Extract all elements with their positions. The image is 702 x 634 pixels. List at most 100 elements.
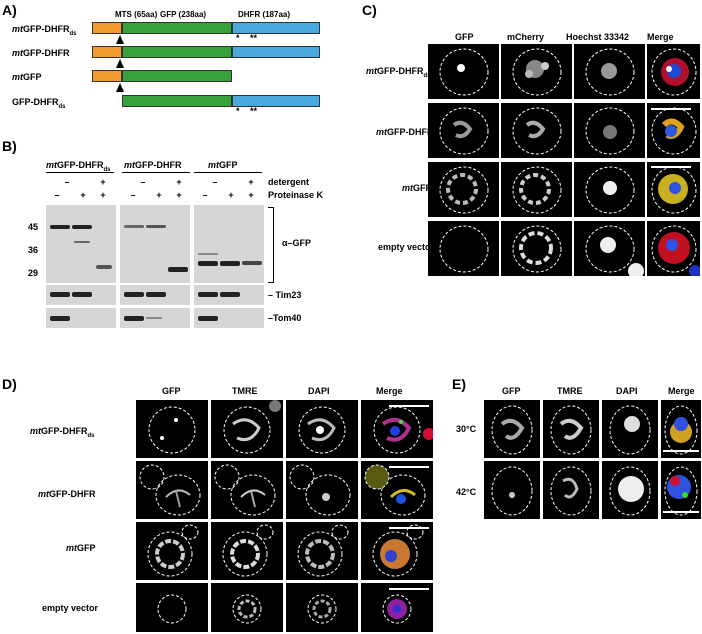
mutation-star: * bbox=[236, 106, 240, 116]
detergent-sign: + bbox=[248, 177, 254, 187]
mts-domain bbox=[92, 22, 122, 34]
mutation-star: * bbox=[236, 33, 240, 43]
detergent-sign: + bbox=[176, 177, 182, 187]
column-header: GFP bbox=[162, 386, 181, 396]
detergent-sign: + bbox=[100, 177, 106, 187]
mts-domain bbox=[92, 70, 122, 82]
row-label: mtGFP-DHFRds bbox=[30, 426, 95, 439]
micrograph-tmre bbox=[543, 461, 599, 519]
mts-header: MTS (65aa) bbox=[115, 10, 158, 19]
sample-label: mtGFP-DHFR bbox=[124, 160, 182, 170]
divider bbox=[46, 172, 114, 173]
construct-row-label: mtGFP-DHFRds bbox=[12, 24, 77, 37]
micrograph-hoechst bbox=[574, 162, 645, 217]
column-header: mCherry bbox=[507, 32, 545, 42]
marker-label: 45 bbox=[28, 222, 39, 232]
dhfr-domain bbox=[232, 95, 320, 107]
column-header: TMRE bbox=[232, 386, 258, 396]
column-header: DAPI bbox=[616, 386, 638, 396]
micrograph-dapi bbox=[286, 461, 358, 519]
sample-label: mtGFP bbox=[208, 160, 238, 170]
micrograph-merge bbox=[647, 162, 700, 217]
row-label: empty vector bbox=[378, 242, 435, 252]
micrograph-dapi bbox=[286, 400, 358, 458]
micrograph-dapi bbox=[286, 583, 358, 632]
sample-label: mtGFP-DHFRds bbox=[46, 160, 111, 173]
western-blot-gfp bbox=[46, 205, 116, 283]
micrograph-merge bbox=[661, 461, 701, 519]
gfp-domain bbox=[122, 70, 232, 82]
gfp-domain bbox=[122, 46, 232, 58]
protease-sign: – bbox=[54, 190, 60, 200]
column-header: Merge bbox=[376, 386, 403, 396]
gfp-domain bbox=[122, 22, 232, 34]
column-header: GFP bbox=[502, 386, 521, 396]
row-label: empty vector bbox=[42, 603, 99, 613]
western-blot-tom40 bbox=[46, 308, 116, 328]
western-blot-gfp bbox=[194, 205, 264, 283]
panel-c-label: C) bbox=[362, 2, 377, 18]
column-header: Hoechst 33342 bbox=[566, 32, 630, 42]
micrograph-merge bbox=[361, 522, 433, 580]
western-blot-tom40 bbox=[120, 308, 190, 328]
divider bbox=[194, 172, 262, 173]
dhfr-domain bbox=[232, 22, 320, 34]
detergent-label: detergent bbox=[268, 177, 310, 187]
micrograph-gfp bbox=[428, 44, 499, 99]
row-label: mtGFP bbox=[402, 183, 432, 193]
gfp-header: GFP (238aa) bbox=[160, 10, 207, 19]
protease-sign: – bbox=[130, 190, 136, 200]
micrograph-mcherry bbox=[501, 44, 572, 99]
micrograph-dapi bbox=[602, 400, 658, 458]
detergent-sign: – bbox=[140, 177, 146, 187]
western-blot-tim23 bbox=[194, 285, 264, 305]
micrograph-hoechst bbox=[574, 44, 645, 99]
row-label: mtGFP-DHFR bbox=[376, 127, 434, 137]
cleavage-arrow-icon bbox=[116, 83, 124, 92]
column-header: Merge bbox=[647, 32, 674, 42]
bracket bbox=[268, 207, 274, 283]
gfp-domain bbox=[122, 95, 232, 107]
protease-label: Proteinase K bbox=[268, 190, 324, 200]
western-blot-tim23 bbox=[46, 285, 116, 305]
protease-sign: + bbox=[176, 190, 182, 200]
micrograph-tmre bbox=[543, 400, 599, 458]
column-header: TMRE bbox=[557, 386, 583, 396]
detergent-sign: – bbox=[64, 177, 70, 187]
micrograph-gfp bbox=[136, 400, 208, 458]
column-header: DAPI bbox=[308, 386, 330, 396]
micrograph-merge bbox=[647, 44, 700, 99]
micrograph-tmre bbox=[211, 461, 283, 519]
tom40-label: –Tom40 bbox=[268, 313, 302, 323]
micrograph-gfp bbox=[136, 461, 208, 519]
micrograph-gfp bbox=[428, 103, 499, 158]
protease-sign: + bbox=[100, 190, 106, 200]
micrograph-hoechst bbox=[574, 221, 645, 276]
micrograph-mcherry bbox=[501, 103, 572, 158]
micrograph-gfp bbox=[136, 583, 208, 632]
construct-row-label: GFP-DHFRds bbox=[12, 97, 66, 110]
micrograph-gfp bbox=[484, 400, 540, 458]
micrograph-gfp bbox=[428, 221, 499, 276]
western-blot-tom40 bbox=[194, 308, 264, 328]
micrograph-tmre bbox=[211, 583, 283, 632]
panel-e-label: E) bbox=[452, 376, 466, 392]
western-blot-tim23 bbox=[120, 285, 190, 305]
micrograph-merge bbox=[361, 461, 433, 519]
micrograph-hoechst bbox=[574, 103, 645, 158]
micrograph-tmre bbox=[211, 400, 283, 458]
micrograph-mcherry bbox=[501, 162, 572, 217]
row-label: 42°C bbox=[456, 487, 477, 497]
tim23-label: – Tim23 bbox=[268, 290, 302, 300]
dhfr-domain bbox=[232, 46, 320, 58]
micrograph-dapi bbox=[286, 522, 358, 580]
protease-sign: – bbox=[202, 190, 208, 200]
row-label: mtGFP bbox=[66, 543, 96, 553]
mutation-star: ** bbox=[250, 33, 258, 43]
cleavage-arrow-icon bbox=[116, 35, 124, 44]
micrograph-merge bbox=[661, 400, 701, 458]
micrograph-mcherry bbox=[501, 221, 572, 276]
western-blot-gfp bbox=[120, 205, 190, 283]
panel-d-label: D) bbox=[2, 376, 17, 392]
protease-sign: + bbox=[156, 190, 162, 200]
